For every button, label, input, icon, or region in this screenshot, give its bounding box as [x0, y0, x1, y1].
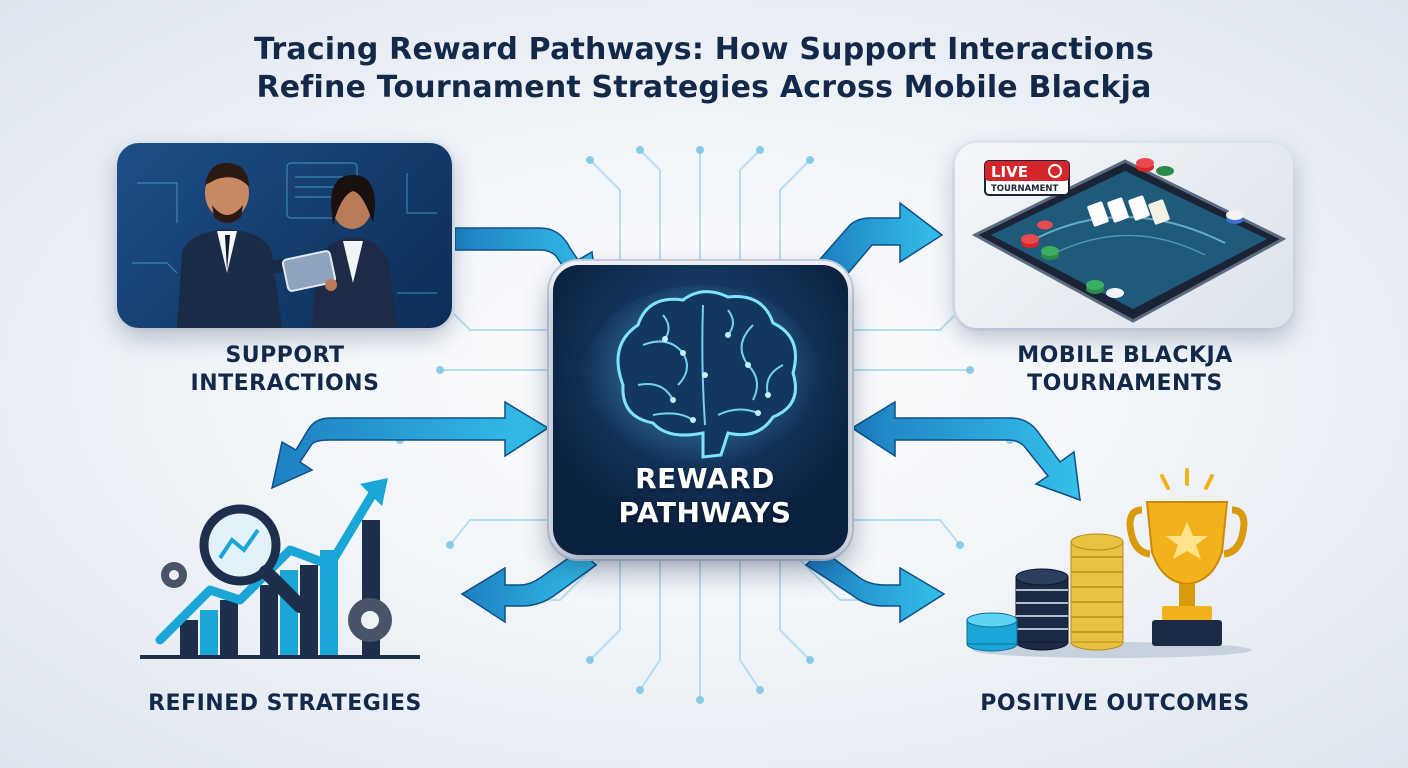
live-badge: LIVE — [991, 163, 1028, 181]
trophy-chips-icon — [962, 462, 1262, 662]
strategies-label: REFINED STRATEGIES — [120, 690, 450, 718]
support-label: SUPPORT INTERACTIONS — [150, 342, 420, 398]
outcomes-label: POSITIVE OUTCOMES — [960, 690, 1270, 718]
reward-pathways-label: REWARD PATHWAYS — [560, 462, 850, 530]
reward-pathways-line-1: REWARD — [560, 462, 850, 496]
trophy-icon — [1130, 470, 1244, 646]
arrow-center-to-bottom-left — [462, 550, 596, 622]
tablet-blackjack-icon: LIVE TOURNAMENT — [955, 143, 1293, 328]
business-people-icon — [117, 143, 452, 328]
support-card — [117, 143, 452, 328]
mobile-label: MOBILE BLACKJA TOURNAMENTS — [975, 342, 1275, 398]
chip-stacks — [967, 534, 1123, 651]
mobile-label-line-1: MOBILE BLACKJA — [975, 342, 1275, 370]
mobile-label-line-2: TOURNAMENTS — [975, 370, 1275, 398]
arrow-center-to-bottom-right — [806, 550, 944, 622]
growth-chart-icon — [140, 470, 440, 660]
live-badge-sub: TOURNAMENT — [991, 184, 1059, 194]
support-label-line-1: SUPPORT — [150, 342, 420, 370]
support-label-line-2: INTERACTIONS — [150, 370, 420, 398]
reward-pathways-line-2: PATHWAYS — [560, 496, 850, 530]
mobile-card: LIVE TOURNAMENT — [955, 143, 1293, 328]
